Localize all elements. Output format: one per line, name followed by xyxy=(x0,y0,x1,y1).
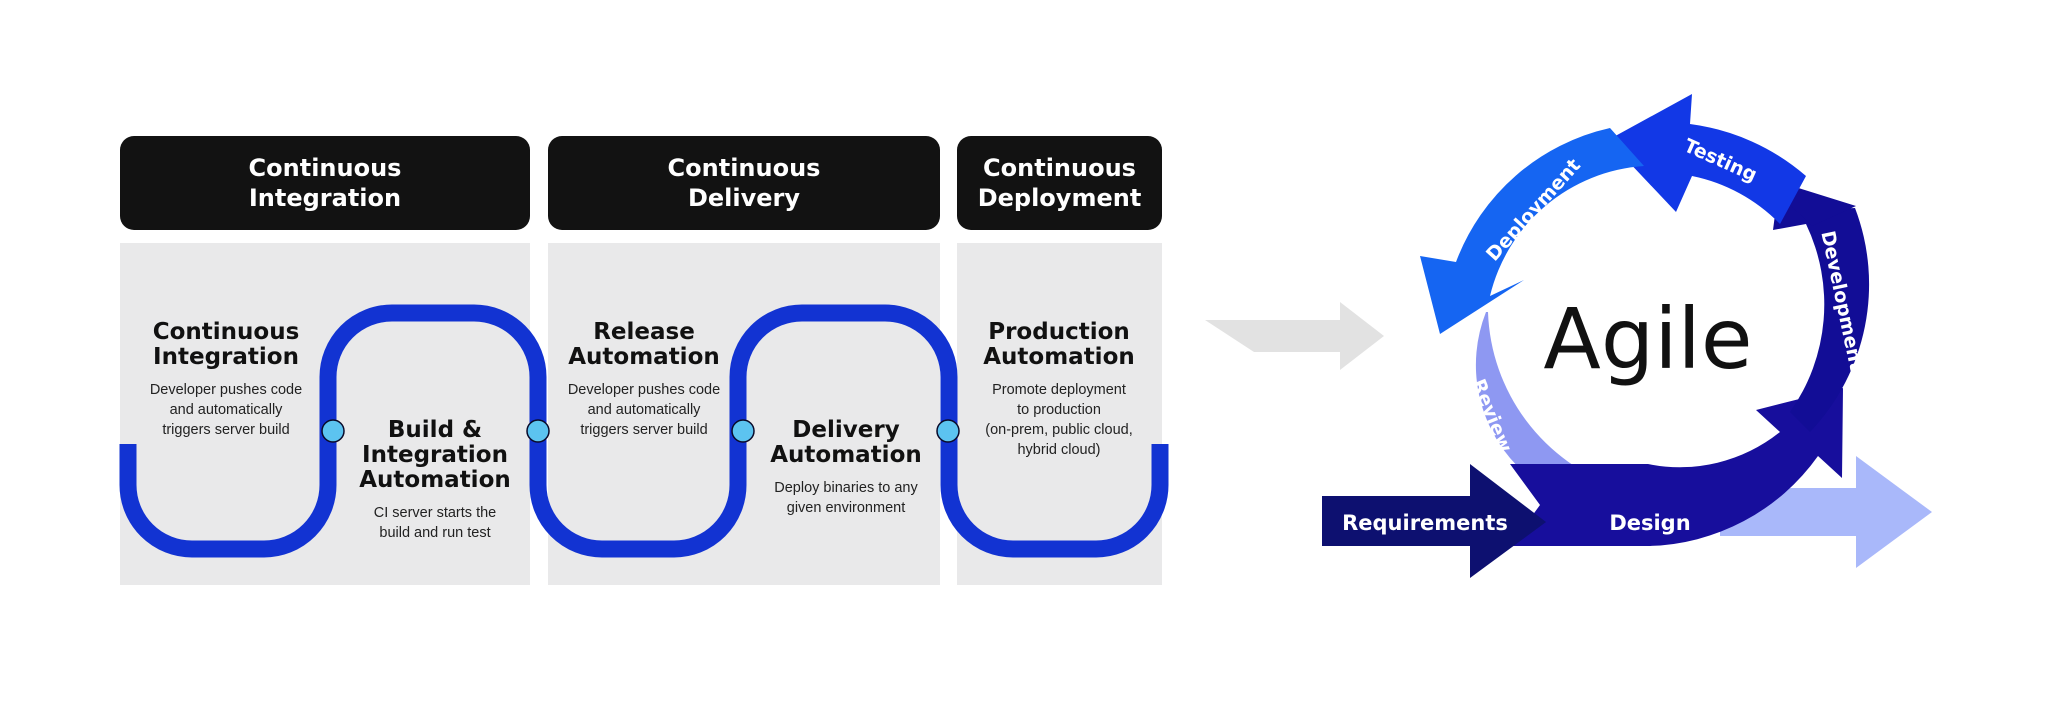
stage-release-automation: Release Automation Developer pushes code… xyxy=(556,320,732,440)
phase-label-requirements: Requirements xyxy=(1342,511,1508,535)
stage-description: Developer pushes code and automatically … xyxy=(149,382,303,438)
stage-description: CI server starts the build and run test xyxy=(373,505,497,541)
stage-title: Build & Integration Automation xyxy=(359,417,511,493)
pipeline-node xyxy=(526,419,550,443)
stage-title: Production Automation xyxy=(983,319,1135,370)
stage-title: Delivery Automation xyxy=(770,417,922,468)
header-continuous-integration: Continuous Integration xyxy=(120,136,530,230)
stage-continuous-integration: Continuous Integration Developer pushes … xyxy=(140,320,312,440)
header-continuous-delivery: Continuous Delivery xyxy=(548,136,940,230)
development-arrow xyxy=(1773,176,1870,432)
stage-build-integration: Build & Integration Automation CI server… xyxy=(350,418,520,543)
tail-arrow xyxy=(1720,456,1932,568)
pipeline-node xyxy=(936,419,960,443)
design-arrow xyxy=(1510,388,1843,546)
stage-description: Deploy binaries to any given environment xyxy=(774,480,918,516)
header-label: Continuous Delivery xyxy=(667,154,821,212)
header-label: Continuous Integration xyxy=(248,154,402,212)
stage-delivery-automation: Delivery Automation Deploy binaries to a… xyxy=(758,418,934,518)
stage-production-automation: Production Automation Promote deployment… xyxy=(964,320,1154,460)
deployment-arrow xyxy=(1420,128,1644,334)
stage-description: Promote deployment to production (on-pre… xyxy=(985,382,1133,458)
stage-title: Release Automation xyxy=(568,319,720,370)
agile-title: Agile xyxy=(1543,290,1752,388)
phase-label-design: Design xyxy=(1609,511,1690,535)
stage-title: Continuous Integration xyxy=(152,319,300,370)
panel-deployment xyxy=(957,243,1162,585)
testing-arrow xyxy=(1608,94,1806,224)
stage-description: Developer pushes code and automatically … xyxy=(567,382,721,438)
review-arrow xyxy=(1475,312,1670,509)
header-label: Continuous Deployment xyxy=(977,154,1142,212)
connector-arrow xyxy=(1205,302,1384,370)
requirements-arrow xyxy=(1322,464,1546,578)
pipeline-node xyxy=(731,419,755,443)
pipeline-node xyxy=(321,419,345,443)
header-continuous-deployment: Continuous Deployment xyxy=(957,136,1162,230)
pipeline-track xyxy=(119,304,1169,558)
